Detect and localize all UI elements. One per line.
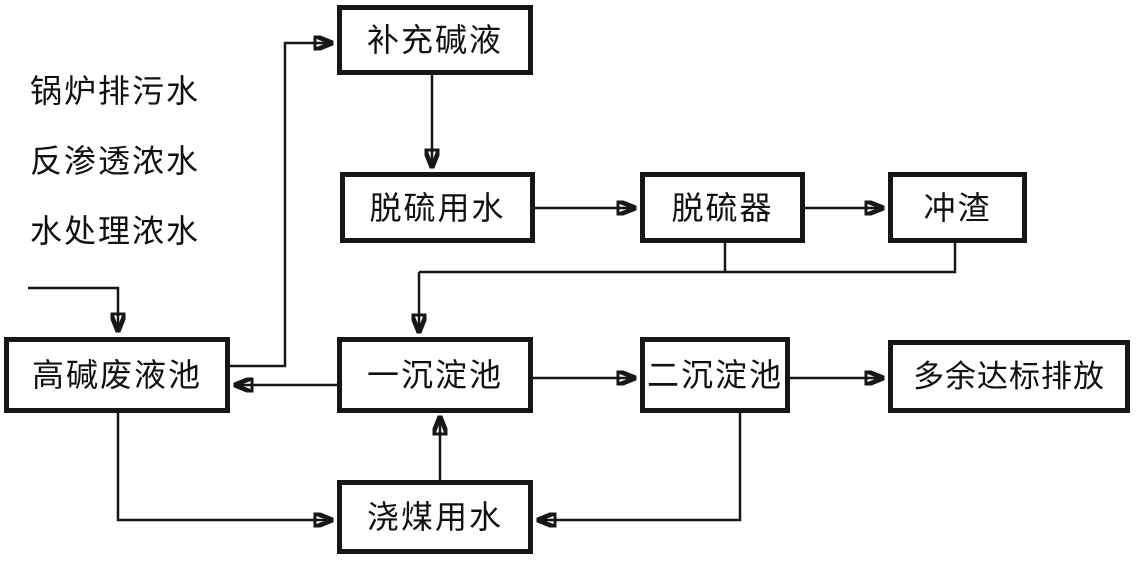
edge-pool-to-coal-water (116, 412, 331, 520)
node-desulfurizer: 脱硫器 (640, 172, 805, 243)
node-secondary-sedimentation-tank: 二沉淀池 (640, 337, 790, 413)
node-high-alkali-waste-pool: 高碱废液池 (4, 337, 230, 413)
node-coal-wetting-water: 浇煤用水 (337, 480, 533, 554)
source-label-water-treatment-concentrate: 水处理浓水 (30, 213, 201, 249)
edge-sources-to-pool (28, 286, 118, 330)
source-label-boiler-blowdown-water: 锅炉排污水 (30, 73, 201, 109)
edge-pool-to-alkali (230, 43, 331, 368)
node-slag-flushing: 冲渣 (888, 172, 1027, 243)
node-desulfurization-water: 脱硫用水 (340, 172, 535, 243)
node-excess-compliant-discharge: 多余达标排放 (888, 340, 1130, 413)
node-primary-sedimentation-tank: 一沉淀池 (337, 337, 533, 413)
edge-sed2-to-coal-water (539, 412, 742, 520)
source-label-reverse-osmosis-concentrate: 反渗透浓水 (30, 143, 201, 179)
node-supplementary-alkali: 补充碱液 (337, 5, 533, 75)
